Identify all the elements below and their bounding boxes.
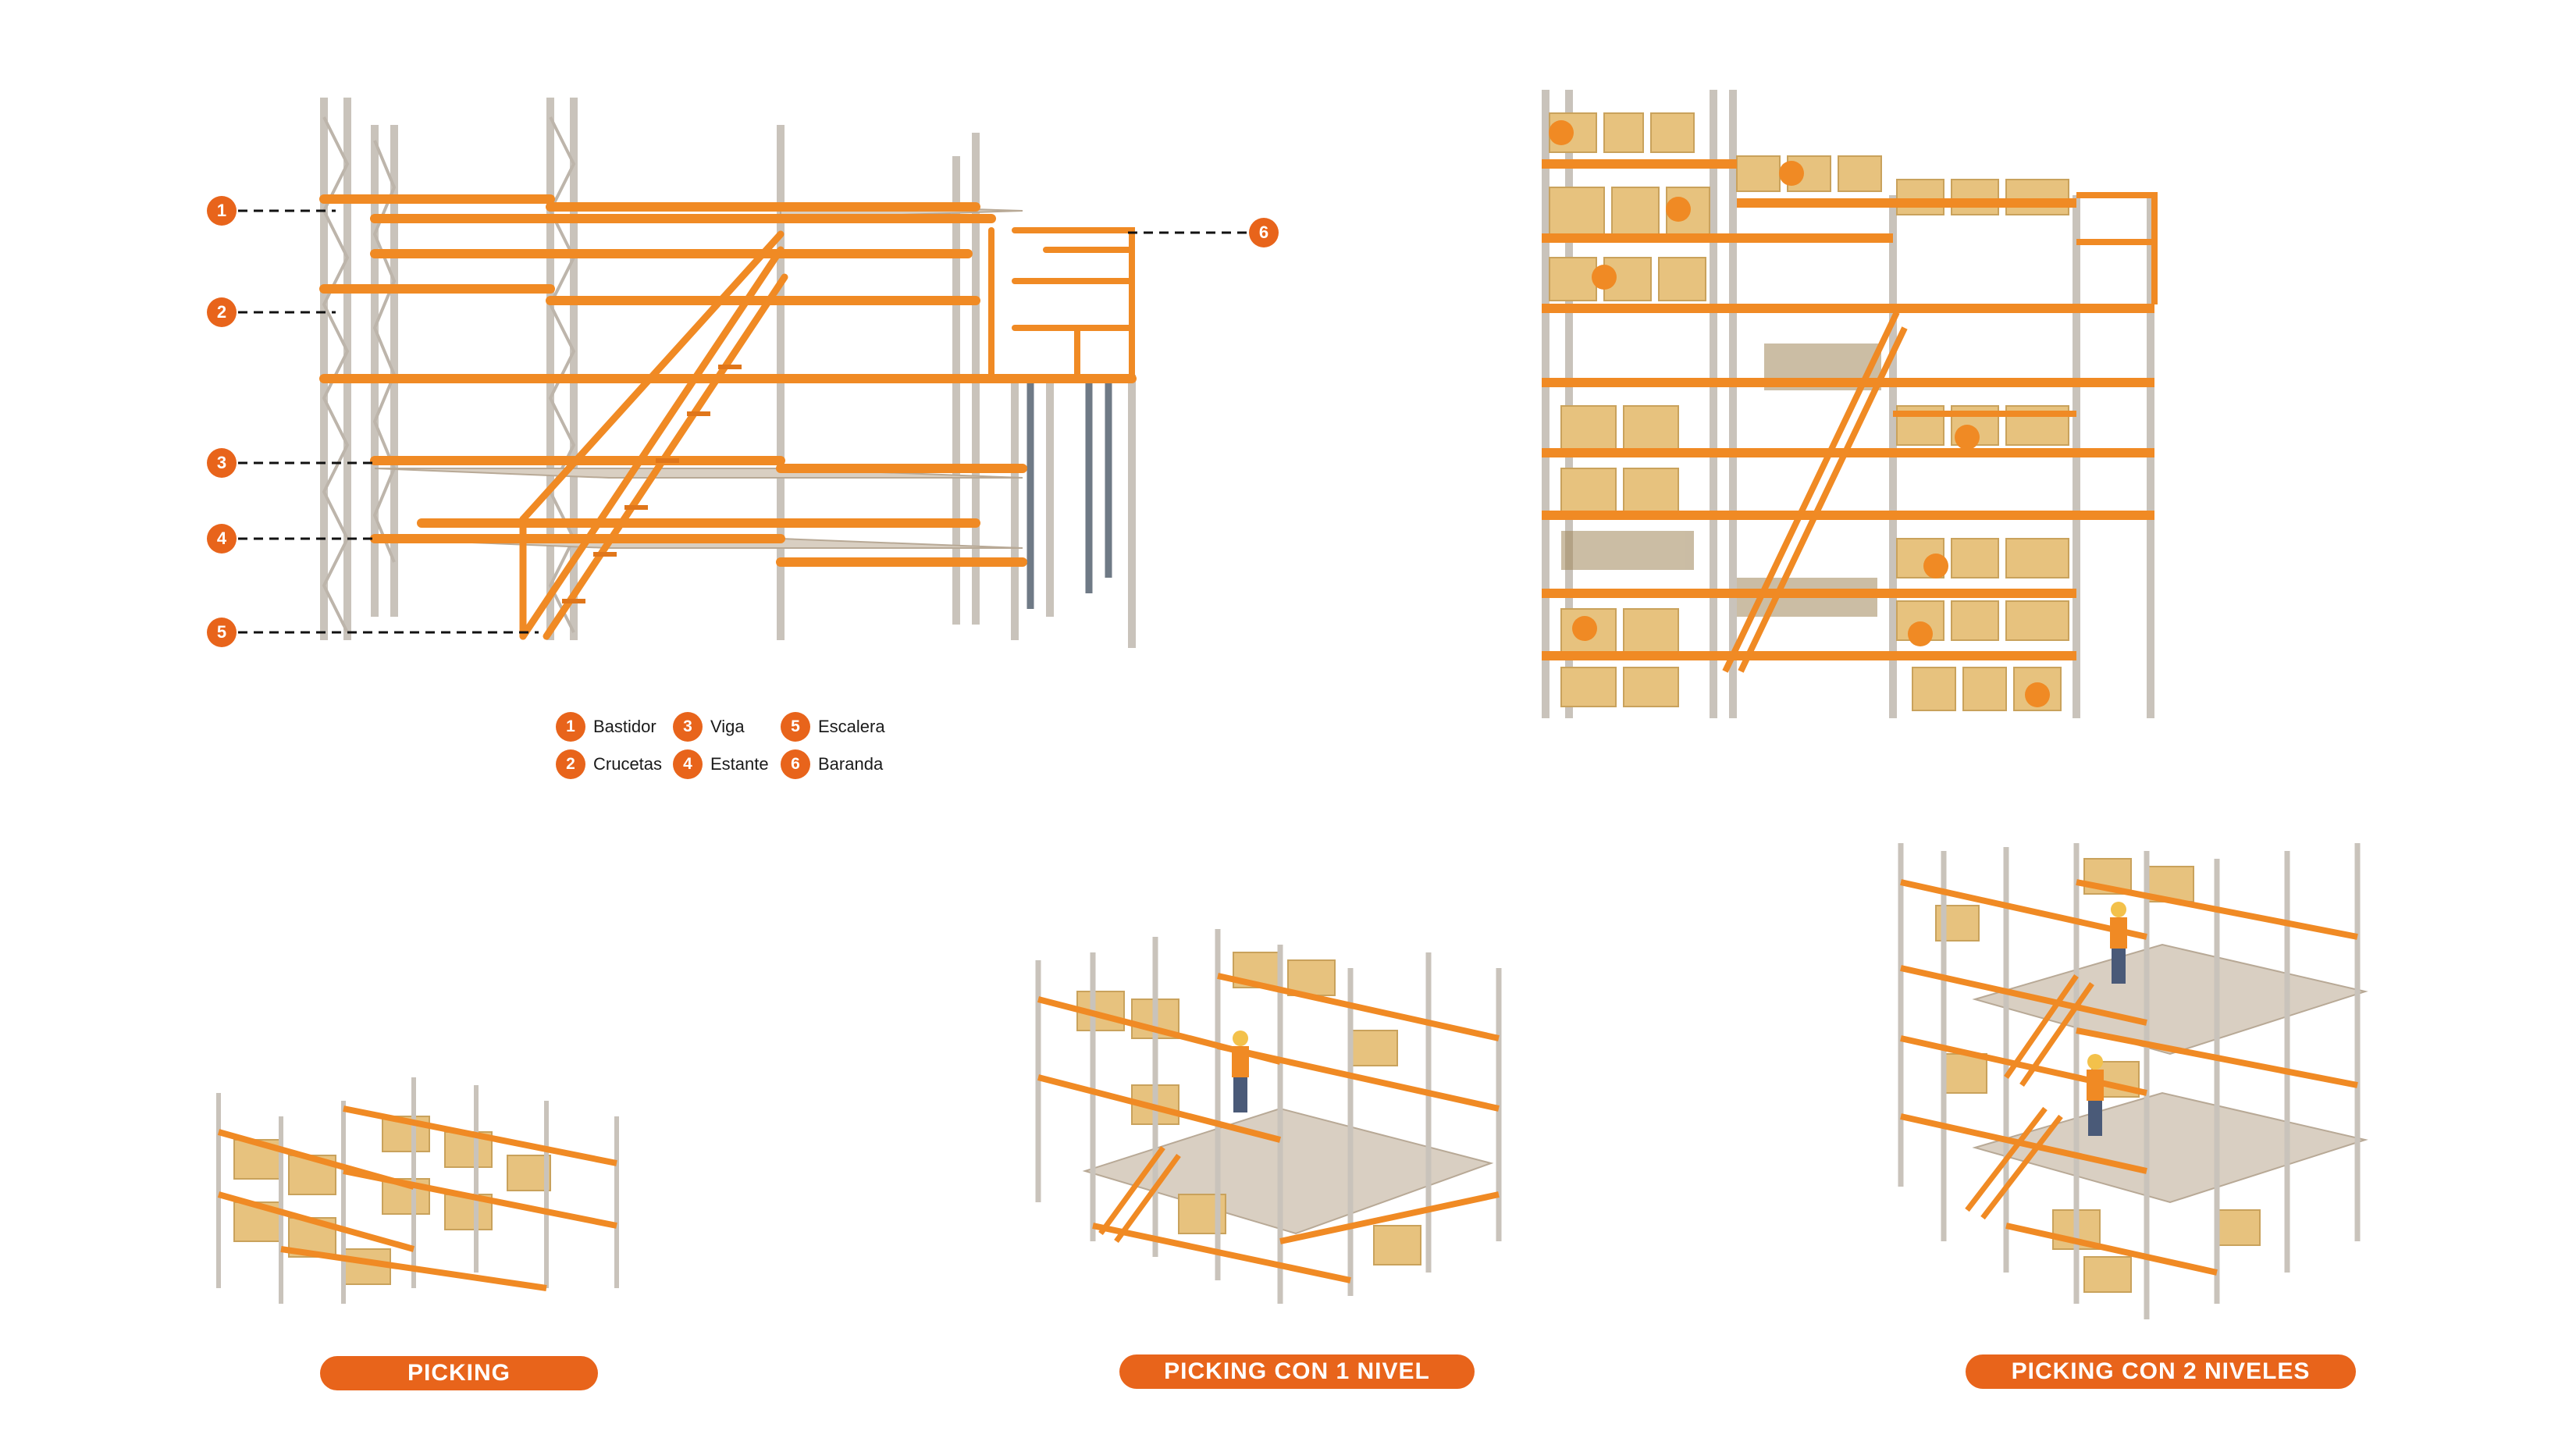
- legend-item: 4 Estante: [673, 749, 769, 779]
- exploded-structure-diagram: 1 2 3 4 5 6: [0, 0, 1366, 781]
- exploded-structure-drawing: [238, 98, 1249, 648]
- callout-estante: 4: [207, 524, 237, 554]
- callout-escalera: 5: [207, 618, 237, 647]
- legend-item: 1 Bastidor: [556, 712, 656, 742]
- callout-crucetas: 2: [207, 297, 237, 327]
- m-logo-icon: [1549, 120, 2050, 707]
- legend-number: 4: [673, 749, 703, 779]
- variant-picking-2-levels-illustration: [1889, 835, 2389, 1327]
- picking-drawing: [216, 1077, 619, 1304]
- legend-label: Viga: [710, 717, 745, 736]
- legend-number: 5: [781, 712, 810, 742]
- legend-label: Escalera: [818, 717, 885, 736]
- legend-label: Baranda: [818, 754, 884, 774]
- worker-icon: [2110, 902, 2127, 984]
- front-view-drawing: [1542, 90, 2158, 718]
- legend-number: 6: [781, 749, 810, 779]
- legend-label: Estante: [710, 754, 769, 774]
- legend-label: Bastidor: [593, 717, 656, 736]
- legend-number: 3: [673, 712, 703, 742]
- callout-bastidor: 1: [207, 196, 237, 226]
- label-picking-1-nivel: PICKING CON 1 NIVEL: [1119, 1354, 1475, 1389]
- picking-1-level-drawing: [1035, 929, 1502, 1304]
- legend-item: 6 Baranda: [781, 749, 883, 779]
- worker-icon: [2087, 1054, 2104, 1136]
- variant-picking-illustration: [211, 1054, 648, 1319]
- label-picking: PICKING: [320, 1356, 598, 1390]
- legend-item: 5 Escalera: [781, 712, 885, 742]
- front-view-loaded: [1530, 78, 2178, 726]
- legend-number: 2: [556, 749, 585, 779]
- callout-viga: 3: [207, 448, 237, 478]
- legend-item: 3 Viga: [673, 712, 745, 742]
- legend-item: 2 Crucetas: [556, 749, 662, 779]
- legend-label: Crucetas: [593, 754, 663, 774]
- legend-number: 1: [556, 712, 585, 742]
- callout-baranda: 6: [1249, 218, 1279, 247]
- label-picking-2-niveles: PICKING CON 2 NIVELES: [1966, 1354, 2356, 1389]
- picking-2-levels-drawing: [1898, 843, 2368, 1319]
- variant-picking-1-level-illustration: [1023, 913, 1530, 1319]
- worker-icon: [1232, 1031, 1249, 1112]
